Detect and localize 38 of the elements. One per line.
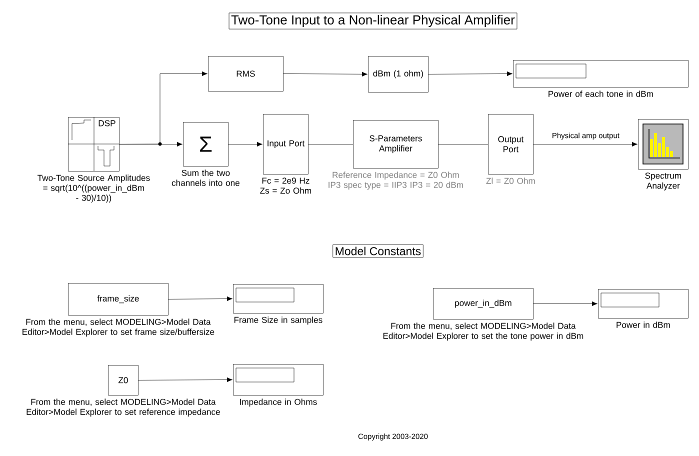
block: RMS [208, 56, 284, 92]
arrow [228, 142, 262, 147]
arrow [533, 142, 638, 147]
block-caption: Reference Impedance = Z0 Ohm IP3 spec type = IIP3 IP3 = 20 dBm [328, 172, 463, 190]
block: S-Parameters Amplifier [353, 120, 438, 168]
block-caption: Frame Size in samples [234, 316, 322, 325]
arrow [283, 72, 368, 76]
title: Two-Tone Input to a Non-linear Physical Amplifier [228, 12, 518, 30]
arrow [119, 71, 208, 144]
block-caption: Power of each tone in dBm [548, 90, 653, 97]
source-block: DSP [68, 116, 120, 172]
arrow [138, 377, 232, 382]
block-caption: Fc = 2e9 Hz Zs = Zo Ohm [260, 178, 312, 194]
arrow [533, 301, 598, 306]
block-caption: Impedance in Ohms [240, 398, 317, 407]
block: dBm (1 ohm) [368, 56, 428, 92]
block: power_in_dBm [433, 288, 534, 320]
display-block [233, 364, 324, 396]
block-caption: Power in dBm [616, 322, 670, 328]
arrow [168, 296, 232, 302]
display-block [598, 289, 688, 318]
block-caption: From the menu, select MODELING>Model Data Editor>Model Explorer to set the tone power in dBm [383, 322, 584, 341]
arrow [428, 71, 512, 76]
block-caption: From the menu, select MODELING>Model Data Editor>Model Explorer to set reference impedance [26, 398, 220, 417]
section-heading: Model Constants [332, 244, 424, 258]
block: Z0 [108, 365, 138, 396]
display-block [513, 60, 688, 88]
block-caption: From the menu, select MODELING>Model Data Editor>Model Explorer to set frame size/buffersize [22, 318, 214, 337]
block-caption: Two-Tone Source Amplitudes = sqrt(10^((power_in_dBm - 30)/10)) [37, 174, 150, 203]
block-caption: Sum the two channels into one [172, 170, 240, 186]
block: Output Port [488, 114, 534, 174]
sum-block: Σ [183, 122, 228, 166]
block: frame_size [68, 283, 168, 316]
spectrum-analyzer-block [638, 119, 688, 170]
display-block [233, 284, 324, 314]
block: Input Port [263, 114, 308, 174]
block-caption: Spectrum Analyzer [645, 172, 682, 190]
block-caption: Zl = Z0 Ohm [486, 178, 535, 184]
